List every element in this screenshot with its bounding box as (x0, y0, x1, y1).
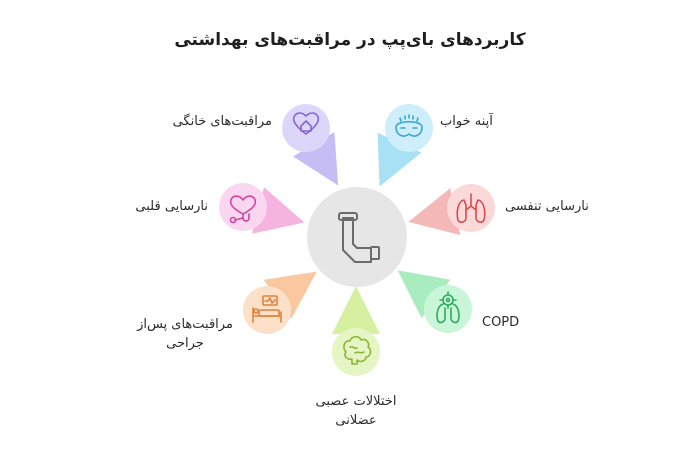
inhaler-icon (338, 212, 380, 263)
label-neuromuscular: اختلالات عصبی عضلانی (315, 394, 397, 428)
connector-post-surgery (263, 271, 317, 319)
label-post-surgery: مراقبت‌های پس‌از جراحی (137, 317, 233, 351)
house-heart-icon (292, 112, 320, 135)
node-sleep-apnea (385, 104, 433, 152)
label-home-care: مراقبت‌های خانگی (172, 114, 272, 129)
node-copd (424, 285, 472, 333)
node-post-surgery (243, 286, 291, 334)
node-respiratory-failure (447, 184, 495, 232)
connector-copd (397, 270, 451, 319)
hospital-bed-icon (252, 295, 282, 323)
node-neuromuscular (332, 328, 380, 376)
connector-heart-failure (251, 187, 305, 234)
connector-respiratory-failure (408, 188, 461, 236)
brain-icon (343, 335, 372, 365)
center-node (307, 187, 407, 287)
lungs-virus-icon (436, 291, 460, 324)
connectors (251, 131, 461, 334)
node-heart-failure (219, 183, 267, 231)
connector-home-care (293, 131, 339, 186)
label-heart-failure: نارسایی قلبی (135, 199, 208, 214)
node-home-care (282, 104, 330, 152)
label-copd: COPD (482, 315, 520, 330)
label-sleep-apnea: آپنه خواب (440, 114, 493, 129)
connector-sleep-apnea (377, 132, 422, 187)
diagram-title: کاربردهای بای‌پپ در مراقبت‌های بهداشتی (174, 30, 526, 50)
lungs-icon (456, 193, 486, 223)
sleep-mask-icon (395, 114, 423, 137)
label-respiratory-failure: نارسایی تنفسی (505, 199, 589, 214)
stethoscope-heart-icon (229, 195, 257, 224)
